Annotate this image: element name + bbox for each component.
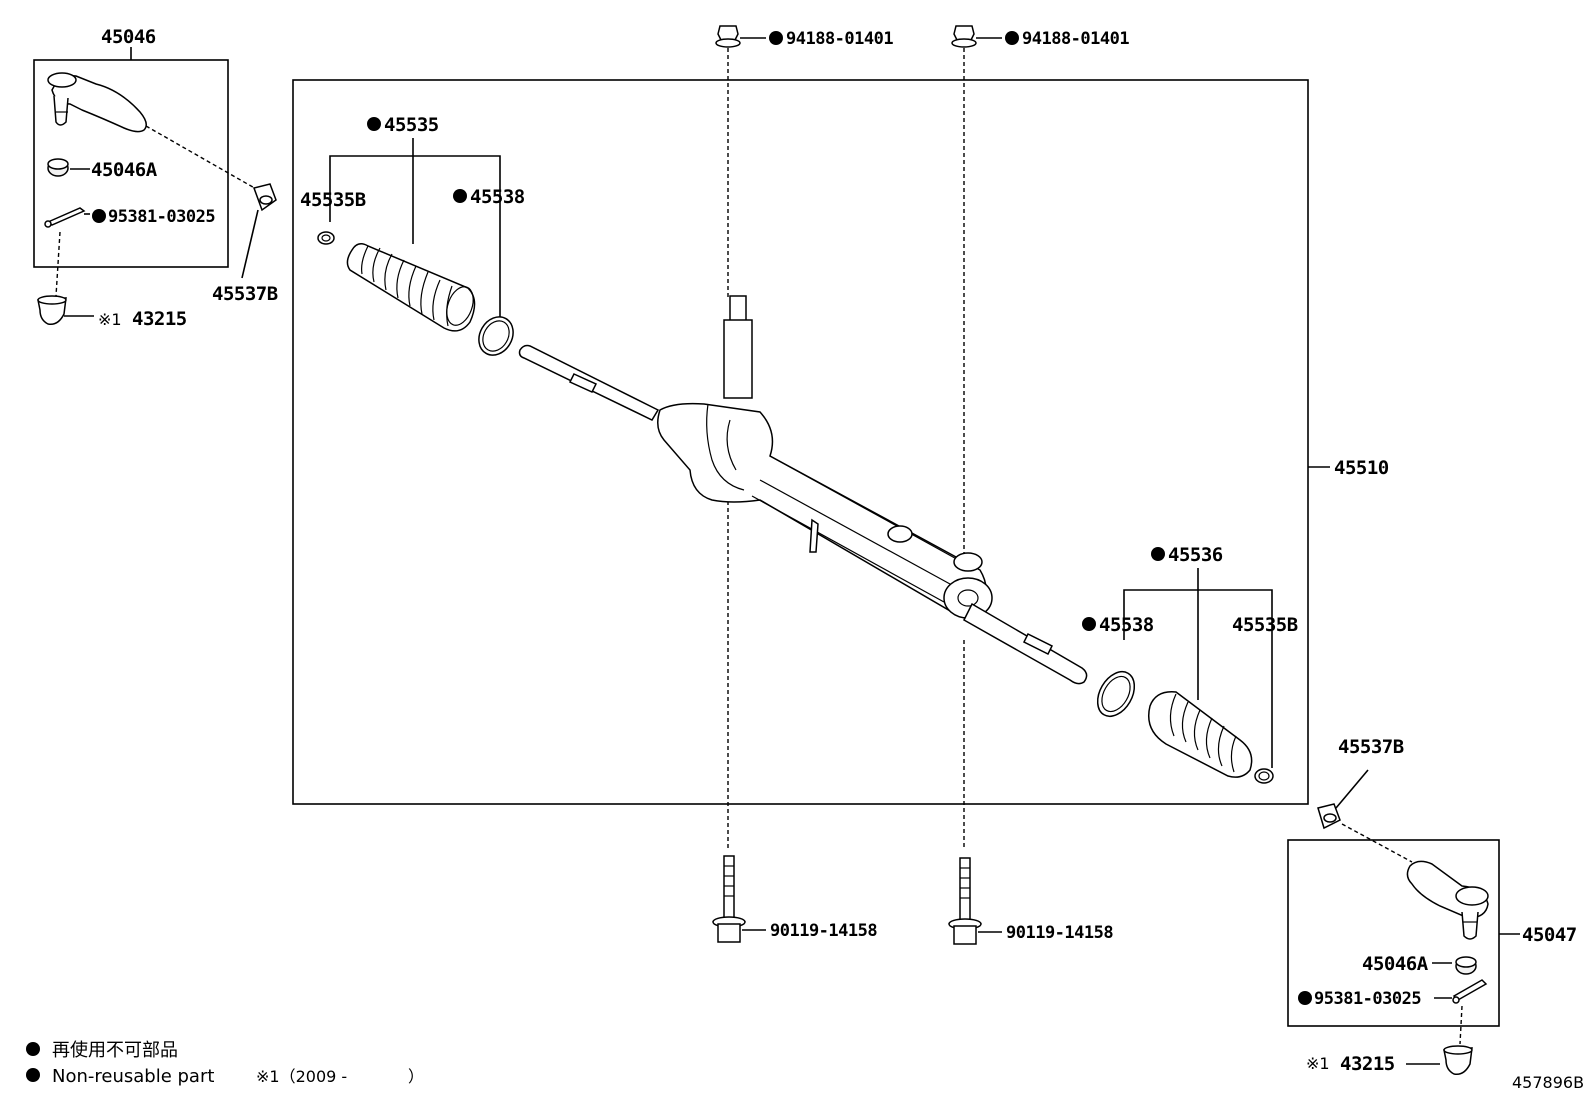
label-flange-nut-top-left[interactable]: 94188-01401	[786, 29, 894, 49]
non-reusable-mark	[1082, 617, 1096, 631]
label-grommet-left[interactable]: 45537B	[212, 283, 278, 305]
bolt-bottom-left-part	[712, 855, 746, 943]
label-cotter-left[interactable]: 95381-03025	[108, 207, 216, 227]
clamp-left-part	[317, 231, 335, 245]
label-rack-assy[interactable]: 45510	[1334, 457, 1389, 479]
label-boot-kit-left[interactable]: 45535	[384, 114, 439, 136]
label-grommet-right[interactable]: 45537B	[1338, 736, 1404, 758]
legend-note-close: ）	[408, 1067, 424, 1086]
label-note-mark-left: ※1	[98, 310, 122, 329]
legend-bullet	[26, 1068, 40, 1082]
grommet-left-part	[253, 183, 277, 212]
label-bolt-bottom-left[interactable]: 90119-14158	[770, 921, 878, 941]
diagram-code: 457896B	[1512, 1073, 1584, 1092]
legend-line2: Non-reusable part	[52, 1066, 214, 1087]
legend-bullet	[26, 1042, 40, 1056]
flange-nut-top-right	[951, 25, 977, 48]
legend-note: ※1（2009 -	[256, 1067, 347, 1086]
label-ring-left[interactable]: 45538	[470, 186, 525, 208]
grommet-right-part	[1317, 803, 1341, 830]
label-tie-rod-end-right[interactable]: 45047	[1522, 924, 1577, 946]
bolt-bottom-right-part	[948, 857, 982, 945]
non-reusable-mark	[1005, 31, 1019, 45]
clamp-right-part	[1254, 768, 1274, 784]
label-clamp-left[interactable]: 45535B	[300, 189, 366, 211]
tie-rod-end-right-part	[1406, 860, 1489, 940]
boot-left-part	[346, 243, 476, 332]
non-reusable-mark	[769, 31, 783, 45]
non-reusable-mark	[1151, 547, 1165, 561]
cotter-pin-right-part	[1452, 979, 1488, 1004]
label-bolt-bottom-right[interactable]: 90119-14158	[1006, 923, 1114, 943]
label-ring-right[interactable]: 45538	[1099, 614, 1154, 636]
non-reusable-mark	[1298, 991, 1312, 1005]
non-reusable-mark	[367, 117, 381, 131]
label-tie-rod-end-left[interactable]: 45046	[101, 26, 156, 48]
tie-rod-end-left-part	[47, 72, 147, 133]
legend-line1: 再使用不可部品	[52, 1040, 178, 1061]
non-reusable-mark	[92, 209, 106, 223]
right-tie-rod-frame	[1287, 839, 1500, 1027]
non-reusable-mark	[453, 189, 467, 203]
label-knuckle-right[interactable]: 43215	[1340, 1053, 1395, 1075]
ring-right-part	[1096, 670, 1136, 718]
knuckle-left-part	[37, 295, 67, 326]
cotter-pin-left-part	[44, 207, 86, 228]
flange-nut-top-left	[715, 25, 741, 48]
rack-assembly-frame	[292, 79, 1309, 805]
steering-rack-part	[518, 295, 1088, 685]
label-nut-left[interactable]: 45046A	[91, 159, 158, 181]
label-cotter-right[interactable]: 95381-03025	[1314, 989, 1422, 1009]
knuckle-right-part	[1443, 1045, 1473, 1076]
label-clamp-right[interactable]: 45535B	[1232, 614, 1298, 636]
nut-left-part	[47, 158, 69, 177]
label-boot-kit-right[interactable]: 45536	[1168, 544, 1223, 566]
nut-right-part	[1455, 956, 1477, 975]
boot-right-part	[1148, 691, 1253, 778]
label-nut-right[interactable]: 45046A	[1362, 953, 1429, 975]
label-note-mark-right: ※1	[1306, 1054, 1330, 1073]
ring-left-part	[478, 316, 514, 356]
label-knuckle-left[interactable]: 43215	[132, 308, 187, 330]
label-flange-nut-top-right[interactable]: 94188-01401	[1022, 29, 1130, 49]
